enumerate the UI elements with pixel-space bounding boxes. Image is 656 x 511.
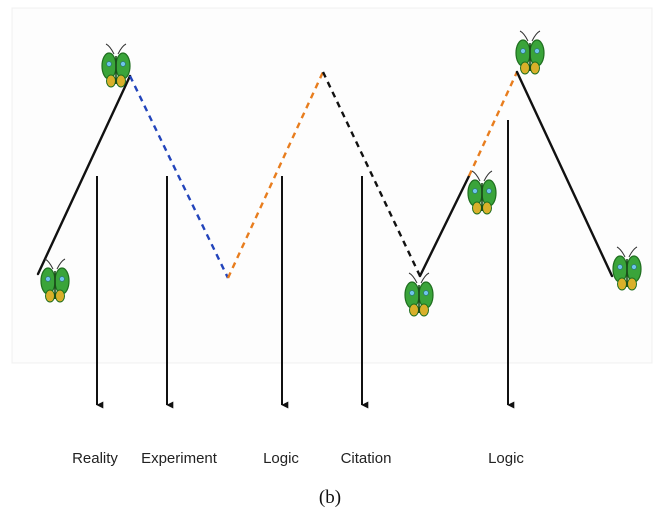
segment-dashed-orange-2 (467, 71, 519, 177)
segment-dashed-blue (128, 75, 230, 279)
segment-dashed-black (321, 71, 422, 277)
label-experiment: Experiment (141, 450, 218, 467)
figure-caption: (b) (319, 487, 341, 508)
label-logic-1: Logic (263, 450, 299, 467)
segment-solid-2 (418, 174, 471, 278)
segment-dashed-orange-1 (226, 71, 325, 279)
segment-solid-1 (36, 74, 132, 276)
label-citation: Citation (341, 450, 392, 467)
label-logic-2: Logic (488, 450, 524, 467)
zigzag-path (36, 70, 614, 279)
label-reality: Reality (72, 450, 118, 467)
segment-solid-3 (515, 70, 614, 278)
